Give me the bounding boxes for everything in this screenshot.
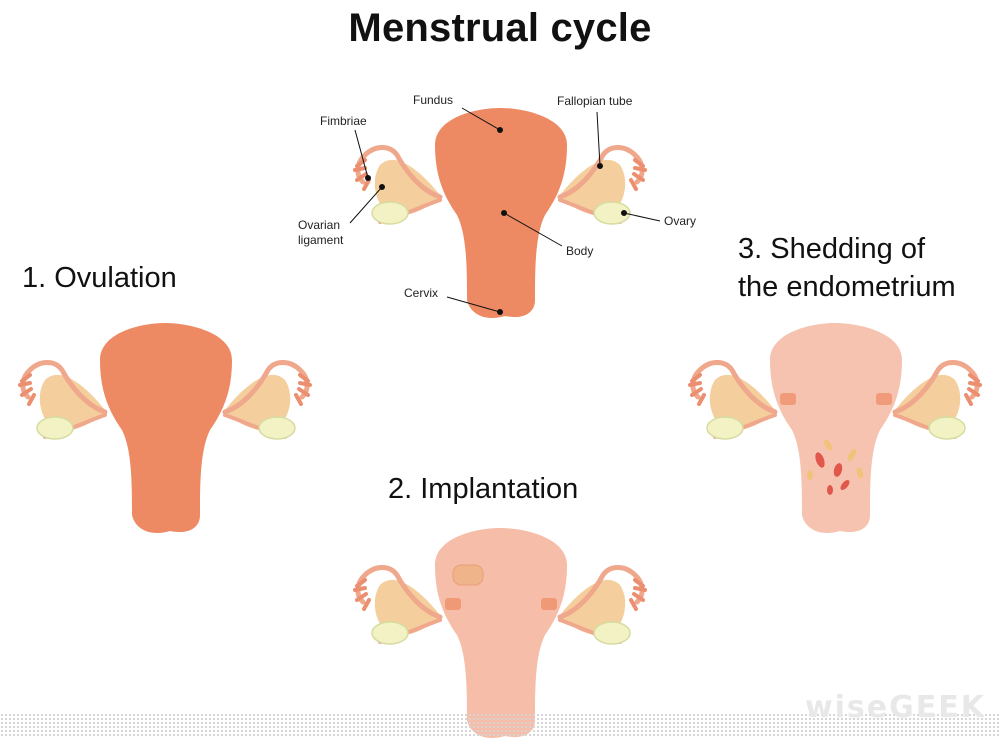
label-cervix: Cervix <box>404 286 439 300</box>
endometrium-spots-icon <box>807 439 864 495</box>
page-title: Menstrual cycle <box>348 6 652 50</box>
watermark-logo: wiseGEEK <box>804 690 986 725</box>
label-ovarian-ligament-line2: ligament <box>298 233 344 247</box>
stage-label-shedding-line2: the endometrium <box>738 271 956 303</box>
label-ovarian-ligament: Ovarian ligament <box>298 218 343 248</box>
implantation-diagram <box>335 528 665 739</box>
label-ovarian-ligament-line1: Ovarian <box>298 218 341 232</box>
label-fundus: Fundus <box>413 93 454 107</box>
shedding-diagram <box>670 323 1000 534</box>
label-body: Body <box>566 244 594 258</box>
uterus-anatomy-diagram <box>335 108 665 319</box>
ovulation-diagram <box>0 323 330 534</box>
stage-label-implantation: 2. Implantation <box>388 473 579 505</box>
stage-label-shedding-line1: 3. Shedding of <box>738 233 926 265</box>
label-fimbriae: Fimbriae <box>320 114 367 128</box>
label-ovary: Ovary <box>664 214 697 228</box>
stage-label-shedding: 3. Shedding of the endometrium <box>738 230 956 306</box>
label-fallopian-tube: Fallopian tube <box>557 94 633 108</box>
watermark-pattern <box>0 713 1000 737</box>
implanted-embryo-icon <box>452 564 484 586</box>
stage-label-ovulation: 1. Ovulation <box>22 262 177 294</box>
